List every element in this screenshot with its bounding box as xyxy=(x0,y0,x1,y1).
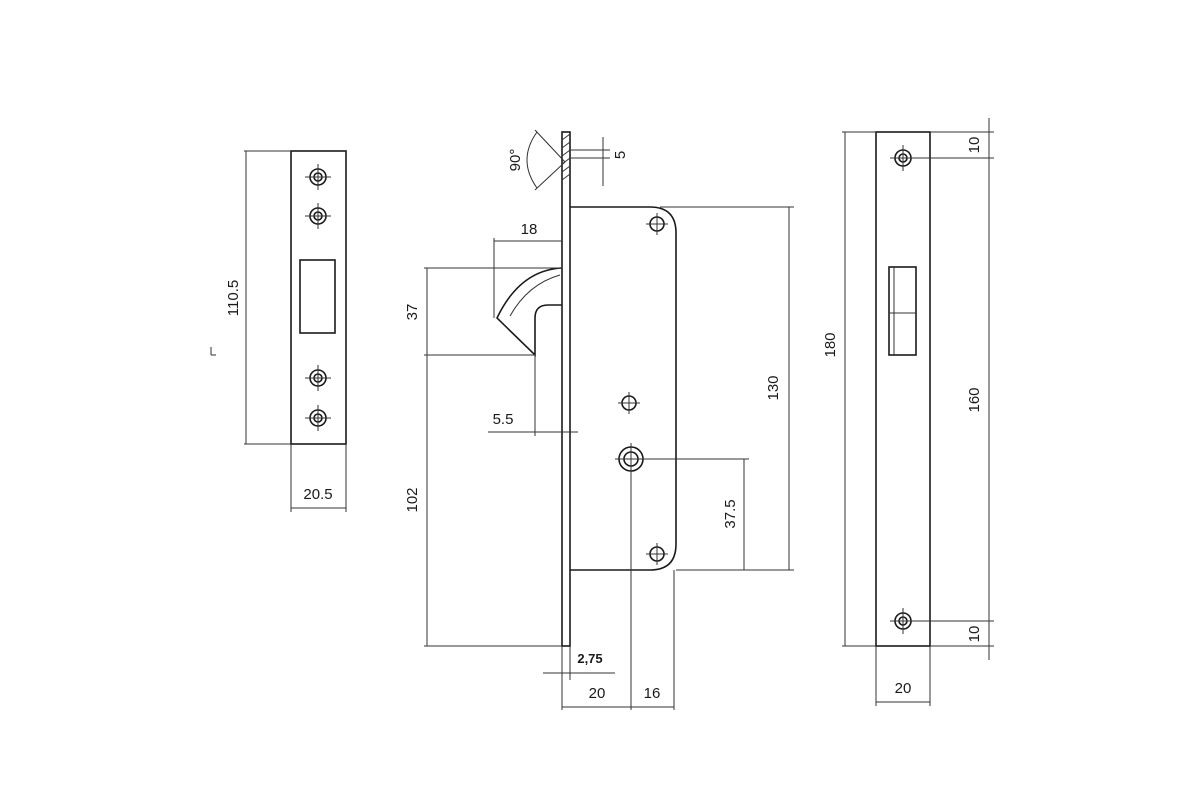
cylinder-spindle-hole xyxy=(615,443,647,475)
case-screw-hole xyxy=(618,392,640,414)
hook-bolt xyxy=(496,267,563,357)
body-height-dimension: 130 xyxy=(660,206,794,571)
strike-plate-screw-hole xyxy=(305,365,331,391)
flange-dimension: 5 xyxy=(570,137,629,186)
strike-plate-latch-opening xyxy=(299,259,336,334)
hook-height-dimension: 37 xyxy=(404,267,562,356)
backset-label: 20 xyxy=(589,685,606,702)
backset-dimension: 20 16 xyxy=(562,471,675,710)
strike-plate-view: 110.5 20.5 xyxy=(210,150,347,512)
lower-label: 102 xyxy=(404,487,421,512)
case-screw-hole xyxy=(646,213,668,235)
strike-plate-width-label: 20.5 xyxy=(303,486,332,503)
strike-plate-screw-hole xyxy=(305,405,331,431)
hook-height-label: 37 xyxy=(404,304,421,321)
plate-thickness-label: 2,75 xyxy=(577,651,602,666)
inner-height-label: 160 xyxy=(966,387,983,412)
body-height-label: 130 xyxy=(765,375,782,400)
total-height-dimension: 180 xyxy=(822,131,876,647)
faceplate-front-view: 180 10 160 10 20 xyxy=(822,118,994,706)
spindle-dimension: 37.5 xyxy=(643,458,749,570)
case-screw-hole xyxy=(646,543,668,565)
lock-front-plate xyxy=(561,131,571,647)
total-height-label: 180 xyxy=(822,332,839,357)
flange-label: 5 xyxy=(612,151,629,159)
strike-plate-outline xyxy=(290,150,347,445)
strike-plate-screw-hole xyxy=(305,164,331,190)
hook-offset-dimension: 5.5 xyxy=(488,355,578,436)
top-offset-label: 10 xyxy=(966,137,983,154)
faceplate-width-dimension: 20 xyxy=(875,646,931,706)
plate-thickness-dimension: 2,75 xyxy=(543,646,615,710)
strike-plate-height-label: 110.5 xyxy=(225,280,242,316)
lock-body-side-view: 90° 5 18 37 5.5 xyxy=(404,129,794,710)
faceplate-outline xyxy=(875,131,931,647)
faceplate-width-label: 20 xyxy=(895,680,912,697)
strike-plate-screw-hole xyxy=(305,203,331,229)
edge-label: 16 xyxy=(644,685,661,702)
strike-plate-width-dimension: 20.5 xyxy=(290,444,347,512)
rotation-angle-dimension: 90° xyxy=(507,129,566,191)
faceplate-hook-slot xyxy=(888,266,917,356)
lock-body-case xyxy=(570,206,677,571)
hook-width-label: 18 xyxy=(521,221,538,238)
lower-dimension: 102 xyxy=(404,355,562,647)
offset-dimensions: 10 160 10 xyxy=(911,118,994,660)
front-plate-hatching xyxy=(561,133,571,181)
hook-width-dimension: 18 xyxy=(493,221,562,318)
hook-offset-label: 5.5 xyxy=(493,411,514,428)
strike-plate-height-dimension: 110.5 xyxy=(225,150,291,445)
spindle-label: 37.5 xyxy=(722,499,739,528)
bottom-offset-label: 10 xyxy=(966,626,983,643)
rotation-angle-label: 90° xyxy=(507,149,524,172)
